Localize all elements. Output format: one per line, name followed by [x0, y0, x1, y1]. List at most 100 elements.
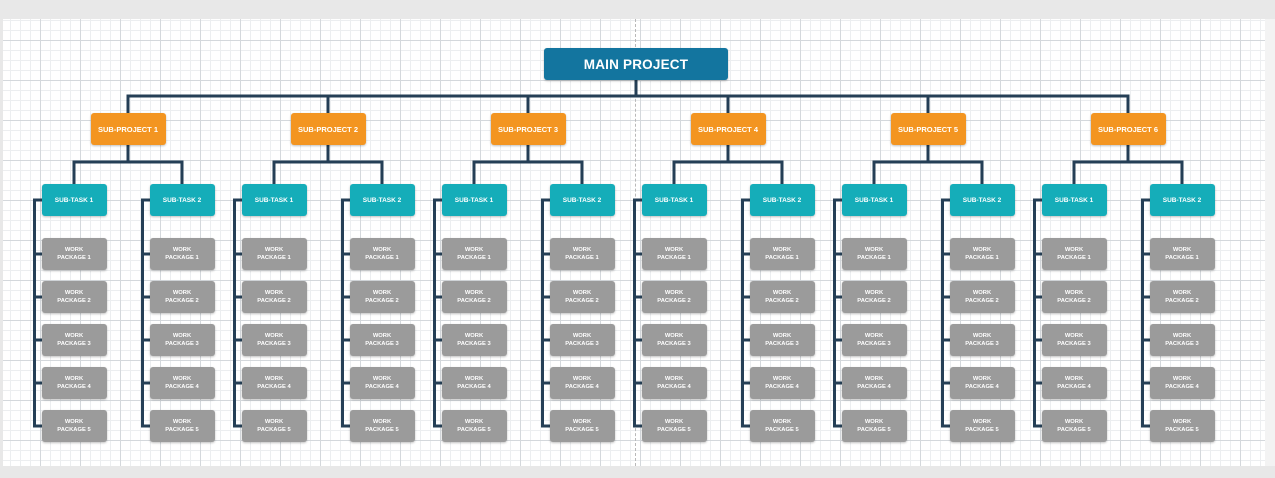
sub-task-node[interactable]: SUB-TASK 2: [1149, 184, 1215, 216]
sub-task-node[interactable]: SUB-TASK 1: [641, 184, 707, 216]
sub-project-node[interactable]: SUB-PROJECT 3: [490, 113, 566, 145]
sub-task-node-label: SUB-TASK 2: [362, 196, 402, 204]
sub-project-node-label: SUB-PROJECT 6: [1097, 124, 1158, 134]
sub-task-node-label: SUB-TASK 2: [1162, 196, 1202, 204]
sub-task-node[interactable]: SUB-TASK 2: [949, 184, 1015, 216]
sub-task-node[interactable]: SUB-TASK 2: [749, 184, 815, 216]
sub-project-node[interactable]: SUB-PROJECT 4: [690, 113, 766, 145]
sub-project-node[interactable]: SUB-PROJECT 5: [890, 113, 966, 145]
main-project-node[interactable]: MAIN PROJECT: [544, 48, 728, 80]
sub-task-node-label: SUB-TASK 2: [962, 196, 1002, 204]
sub-task-node-label: SUB-TASK 1: [254, 196, 294, 204]
sub-task-node-label: SUB-TASK 2: [562, 196, 602, 204]
sub-task-node[interactable]: SUB-TASK 2: [149, 184, 215, 216]
sub-project-node[interactable]: SUB-PROJECT 2: [290, 113, 366, 145]
sub-task-node[interactable]: SUB-TASK 1: [1041, 184, 1107, 216]
sub-project-node[interactable]: SUB-PROJECT 1: [90, 113, 166, 145]
sub-task-node[interactable]: SUB-TASK 2: [349, 184, 415, 216]
sub-task-node[interactable]: SUB-TASK 1: [41, 184, 107, 216]
sub-task-node[interactable]: SUB-TASK 1: [841, 184, 907, 216]
sub-task-node[interactable]: SUB-TASK 1: [441, 184, 507, 216]
sub-task-node[interactable]: SUB-TASK 1: [241, 184, 307, 216]
sub-project-node[interactable]: SUB-PROJECT 6: [1090, 113, 1166, 145]
sub-task-node[interactable]: SUB-TASK 2: [549, 184, 615, 216]
